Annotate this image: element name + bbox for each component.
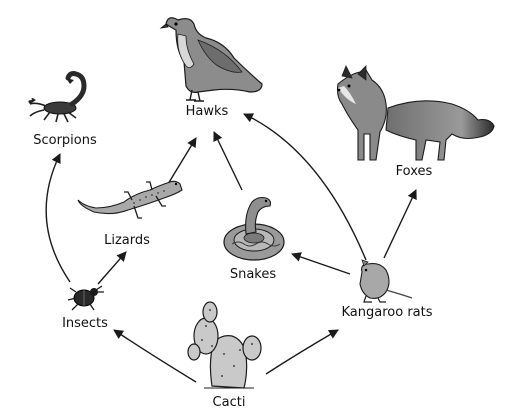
arrow-cacti-to-insects (113, 329, 197, 383)
label-hawks: Hawks (186, 104, 229, 119)
fox-illustration (336, 65, 495, 161)
insect-illustration (67, 285, 104, 311)
labels: Hawks Scorpions Foxes Lizards Snakes Ins… (33, 104, 432, 410)
cactus-illustration (187, 301, 262, 389)
label-insects: Insects (62, 316, 108, 331)
label-snakes: Snakes (230, 267, 277, 282)
arrow-insects-to-scorpions (45, 153, 71, 283)
arrow-kangaroo-rats-to-hawks (243, 113, 367, 261)
arrow-kangaroo-rats-to-snakes (291, 252, 351, 275)
label-foxes: Foxes (396, 164, 433, 179)
hawk-illustration (159, 17, 263, 102)
arrow-insects-to-lizards (97, 251, 127, 285)
lizard-illustration (77, 180, 183, 219)
scorpion-illustration (28, 71, 87, 123)
label-cacti: Cacti (213, 395, 246, 410)
arrow-lizards-to-hawks (167, 137, 197, 185)
arrow-cacti-to-kangaroo-rats (265, 329, 339, 375)
kangaroo-rat-illustration (359, 259, 413, 303)
label-kangaroo-rats: Kangaroo rats (342, 305, 433, 320)
arrow-snakes-to-hawks (213, 131, 243, 191)
arrows (45, 113, 417, 383)
label-lizards: Lizards (104, 233, 150, 248)
snake-illustration (223, 196, 285, 261)
label-scorpions: Scorpions (33, 133, 97, 148)
arrow-kangaroo-rats-to-foxes (383, 189, 417, 259)
